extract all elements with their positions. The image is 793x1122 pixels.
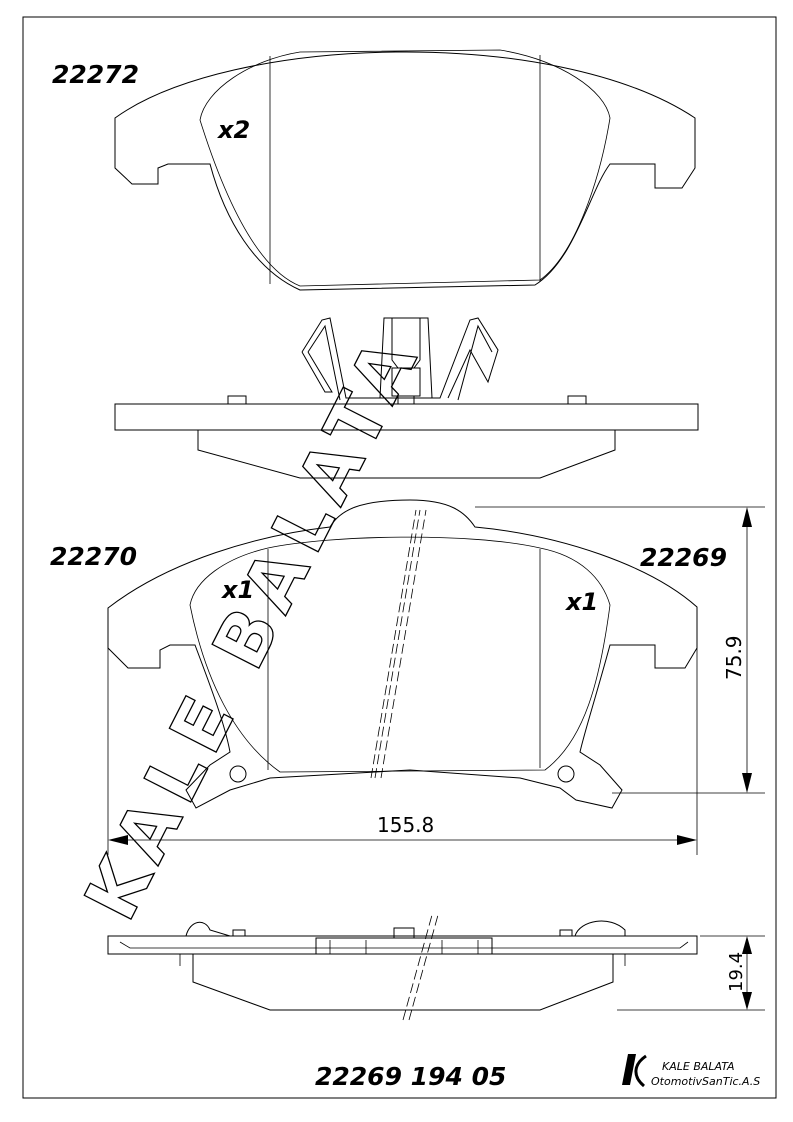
quantity-right: x1 — [565, 588, 598, 616]
part-code-left: 22270 — [50, 542, 137, 571]
pad-top-view — [114, 49, 696, 291]
drawing-frame — [22, 16, 777, 1099]
dimension-height — [475, 506, 765, 794]
part-code-right: 22269 — [640, 543, 727, 572]
dimension-height-label: 75.9 — [722, 635, 746, 680]
article-number: 22269 194 05 — [315, 1062, 506, 1091]
part-code-top: 22272 — [52, 60, 139, 89]
company-subtitle: OtomotivSanTic.A.S — [651, 1075, 760, 1088]
quantity-top: x2 — [217, 116, 250, 144]
company-logo — [622, 1054, 647, 1088]
pad-side-view-bottom — [107, 914, 698, 1021]
pad-side-view-top — [114, 317, 699, 479]
pad-bottom-view — [107, 499, 698, 809]
dimension-width — [107, 625, 698, 855]
dimension-thickness — [617, 935, 765, 1011]
dimension-width-label: 155.8 — [377, 813, 434, 837]
dimension-thickness-label: 19.4 — [726, 952, 747, 992]
quantity-left: x1 — [221, 576, 254, 604]
company-name: KALE BALATA — [662, 1060, 734, 1073]
